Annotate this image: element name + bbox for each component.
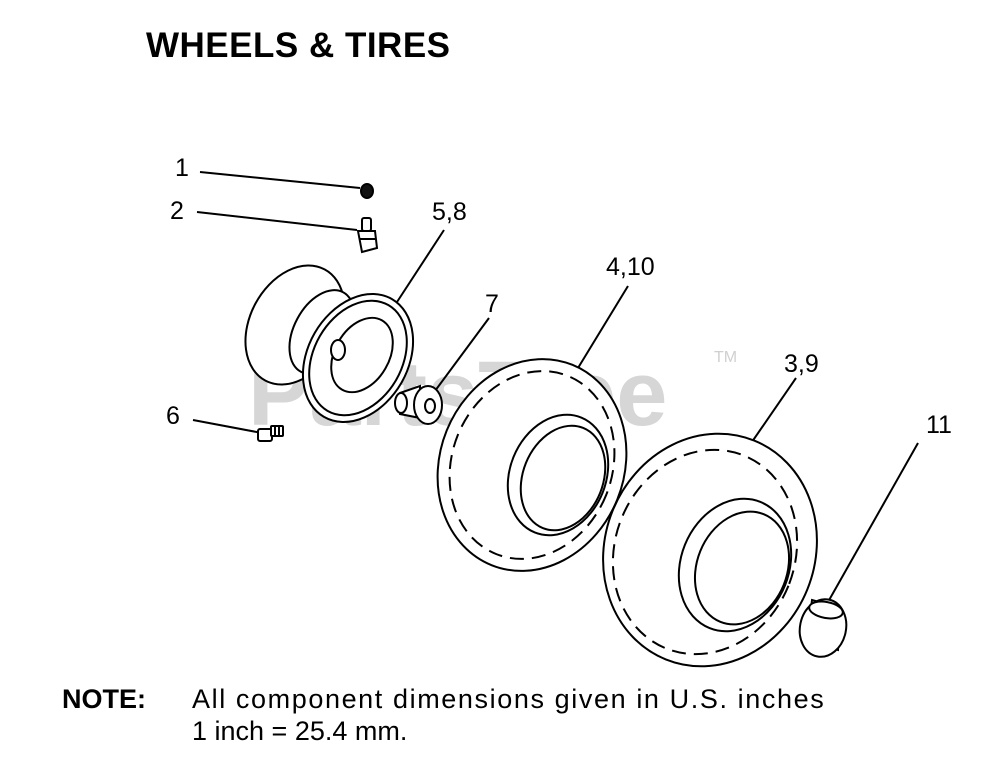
diagram-title: WHEELS & TIRES <box>146 26 451 65</box>
callout-label-6: 6 <box>166 402 180 430</box>
part-6-bolt <box>257 425 284 442</box>
callout-label-5-8: 5,8 <box>432 198 467 226</box>
watermark-trademark: TM <box>714 349 737 366</box>
callout-label-11: 11 <box>926 411 952 439</box>
part-11-hub-cap <box>798 598 848 658</box>
part-7-bushing <box>394 384 443 425</box>
part-1-valve-cap <box>360 183 374 199</box>
note-line-2: 1 inch = 25.4 mm. <box>192 716 408 746</box>
note-block: NOTE: All component dimensions given in U… <box>62 683 825 747</box>
callout-labels: 1 2 5,8 7 4,10 3,9 6 11 <box>166 154 952 439</box>
callout-label-4-10: 4,10 <box>606 253 655 281</box>
part-2-valve-stem <box>356 217 379 254</box>
callout-label-2: 2 <box>170 197 184 225</box>
callout-label-3-9: 3,9 <box>784 350 819 378</box>
note-line-1: All component dimensions given in U.S. i… <box>192 684 826 714</box>
callout-label-7: 7 <box>485 290 499 318</box>
callout-label-1: 1 <box>175 154 189 182</box>
note-label: NOTE: <box>62 684 146 714</box>
part-3-9-tire <box>602 432 818 668</box>
part-5-8-wheel-rim <box>244 264 415 423</box>
part-4-10-tire <box>436 358 628 572</box>
